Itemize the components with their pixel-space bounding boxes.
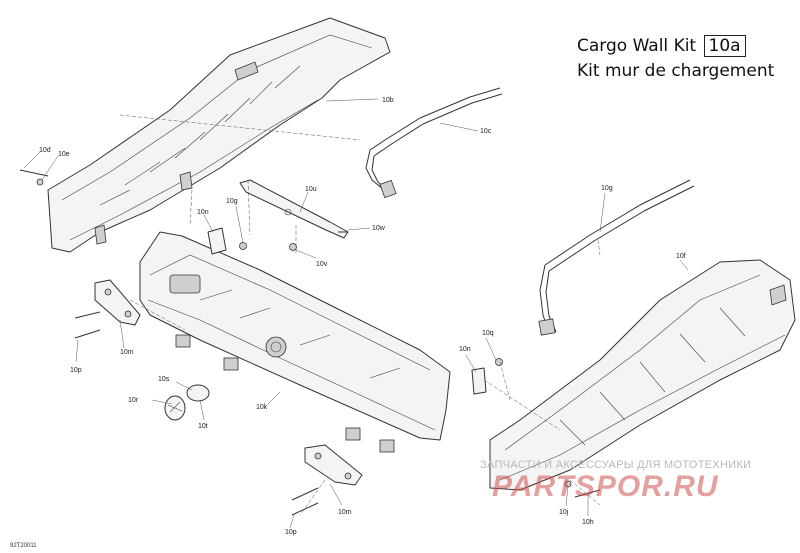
label-10f: 10f bbox=[676, 253, 686, 260]
label-10p-left: 10p bbox=[70, 367, 82, 374]
label-10j: 10j bbox=[559, 509, 569, 516]
label-10b: 10b bbox=[382, 97, 394, 104]
label-10k: 10k bbox=[256, 404, 268, 411]
label-10u: 10u bbox=[305, 186, 317, 193]
label-10d: 10d bbox=[39, 147, 51, 154]
label-10g-right: 10g bbox=[601, 185, 613, 192]
label-10m-left: 10m bbox=[120, 349, 134, 356]
label-10t: 10t bbox=[198, 423, 208, 430]
alignment-lines bbox=[119, 114, 601, 516]
title-line-en: Cargo Wall Kit 10a bbox=[577, 34, 774, 59]
title-code-box: 10a bbox=[703, 35, 746, 57]
bracket-right bbox=[471, 367, 487, 395]
label-10n-right: 10n bbox=[459, 346, 471, 353]
fasteners bbox=[19, 169, 601, 516]
watermark-text: ЗАПЧАСТИ И АКСЕССУАРЫ ДЛЯ МОТОТЕХНИКИ bbox=[480, 459, 752, 471]
title-line-fr: Kit mur de chargement bbox=[577, 61, 775, 81]
part-labels: 10b 10c 10d 10e 10u 10w 10g 10n 10v 10g … bbox=[39, 97, 686, 536]
leader-lines bbox=[23, 98, 689, 529]
handle-rod-right bbox=[538, 179, 695, 336]
diagram-title: Cargo Wall Kit 10a Kit mur de chargement bbox=[577, 34, 774, 84]
label-10e: 10e bbox=[58, 151, 70, 158]
watermark-logo: PARTSPOR.RU bbox=[492, 470, 719, 503]
label-10w: 10w bbox=[372, 225, 386, 232]
label-10m-bottom: 10m bbox=[338, 509, 352, 516]
latch-left bbox=[94, 279, 141, 326]
lock-disc bbox=[164, 395, 186, 421]
label-10v: 10v bbox=[316, 261, 328, 268]
label-10h: 10h bbox=[582, 519, 594, 526]
handle-rod-upper bbox=[365, 87, 503, 199]
label-10q: 10q bbox=[482, 330, 494, 337]
label-10g-top: 10g bbox=[226, 198, 238, 205]
cover-disc bbox=[186, 384, 210, 402]
bracket-left bbox=[207, 227, 227, 255]
latch-bottom bbox=[304, 444, 363, 486]
rail-bracket bbox=[239, 179, 349, 239]
title-text-en: Cargo Wall Kit bbox=[577, 36, 697, 56]
cargo-wall-panel-upper-left bbox=[47, 17, 391, 253]
cargo-wall-panel-lower-right bbox=[489, 259, 796, 491]
label-10c: 10c bbox=[480, 128, 492, 135]
diagram-code: 92T20011 bbox=[10, 543, 37, 549]
label-10r: 10r bbox=[128, 397, 139, 404]
central-cargo-wall bbox=[139, 231, 451, 453]
label-10s: 10s bbox=[158, 376, 170, 383]
label-10p-bottom: 10p bbox=[285, 529, 297, 536]
label-10n-top: 10n bbox=[197, 209, 209, 216]
